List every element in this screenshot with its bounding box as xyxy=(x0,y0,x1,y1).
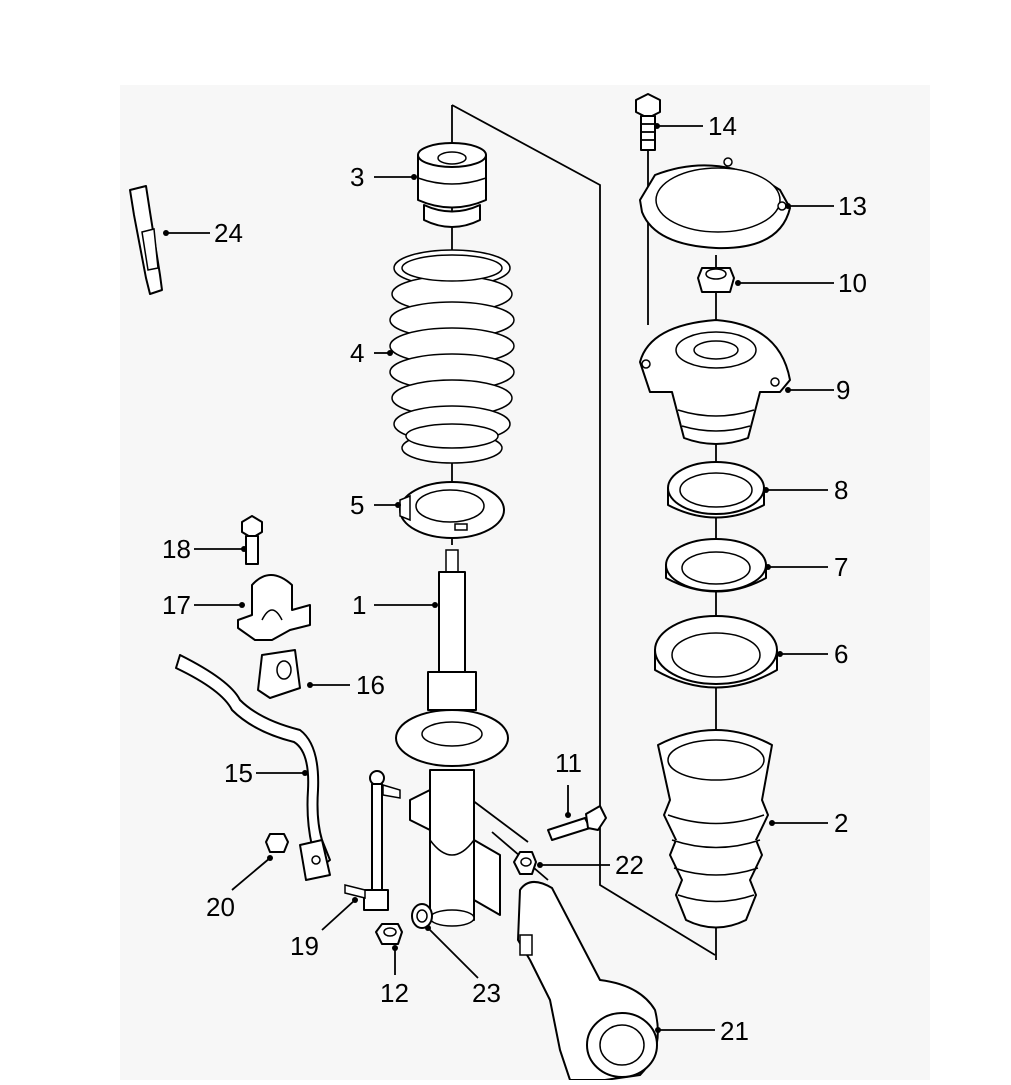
callout-21: 21 xyxy=(720,1016,749,1046)
callout-6: 6 xyxy=(834,639,848,669)
part-22-nut xyxy=(513,851,537,875)
part-3-bump-stop xyxy=(417,142,487,228)
callout-8: 8 xyxy=(834,475,848,505)
callout-18: 18 xyxy=(162,534,191,564)
part-21-steering-knuckle xyxy=(517,881,659,1081)
part-18-bolt xyxy=(241,515,263,565)
callout-3: 3 xyxy=(350,162,364,192)
callout-15: 15 xyxy=(224,758,253,788)
part-20-nut xyxy=(265,833,289,853)
callout-5: 5 xyxy=(350,490,364,520)
callout-12: 12 xyxy=(380,978,409,1008)
callout-17: 17 xyxy=(162,590,191,620)
callout-2: 2 xyxy=(834,808,848,838)
part-23-washer xyxy=(411,903,433,929)
part-17-clamp-bracket xyxy=(237,574,311,641)
callout-24: 24 xyxy=(214,218,243,248)
callout-7: 7 xyxy=(834,552,848,582)
callout-labels: 3 4 5 1 24 14 13 10 9 8 7 6 2 18 17 16 1… xyxy=(162,111,867,1046)
callout-4: 4 xyxy=(350,338,364,368)
callout-20: 20 xyxy=(206,892,235,922)
callout-23: 23 xyxy=(472,978,501,1008)
part-4-coil-spring xyxy=(389,249,515,464)
part-19-stabilizer-link xyxy=(344,770,401,911)
callout-10: 10 xyxy=(838,268,867,298)
part-9-top-mount xyxy=(639,319,791,445)
leader-lines xyxy=(163,123,834,1033)
part-1-strut xyxy=(395,549,509,927)
callout-9: 9 xyxy=(836,375,850,405)
part-14-bolt xyxy=(635,93,661,151)
part-2-dust-boot xyxy=(657,729,773,929)
callout-16: 16 xyxy=(356,670,385,700)
part-16-bushing xyxy=(257,649,301,699)
callout-13: 13 xyxy=(838,191,867,221)
part-24-grease-tube xyxy=(129,185,163,295)
part-12-flange-nut xyxy=(375,923,403,945)
part-15-stabilizer-bar xyxy=(175,654,331,881)
callout-1: 1 xyxy=(352,590,366,620)
part-13-cover-plate xyxy=(639,157,791,250)
callout-14: 14 xyxy=(708,111,737,141)
part-8-bearing xyxy=(667,461,765,519)
part-7-spring-seat xyxy=(665,538,767,593)
part-5-spring-seat xyxy=(399,481,505,539)
callout-11: 11 xyxy=(555,748,582,778)
part-6-rubber-seat xyxy=(654,615,778,689)
part-10-nut xyxy=(697,267,735,293)
part-11-bolt xyxy=(547,805,607,841)
callout-22: 22 xyxy=(615,850,644,880)
callout-19: 19 xyxy=(290,931,319,961)
